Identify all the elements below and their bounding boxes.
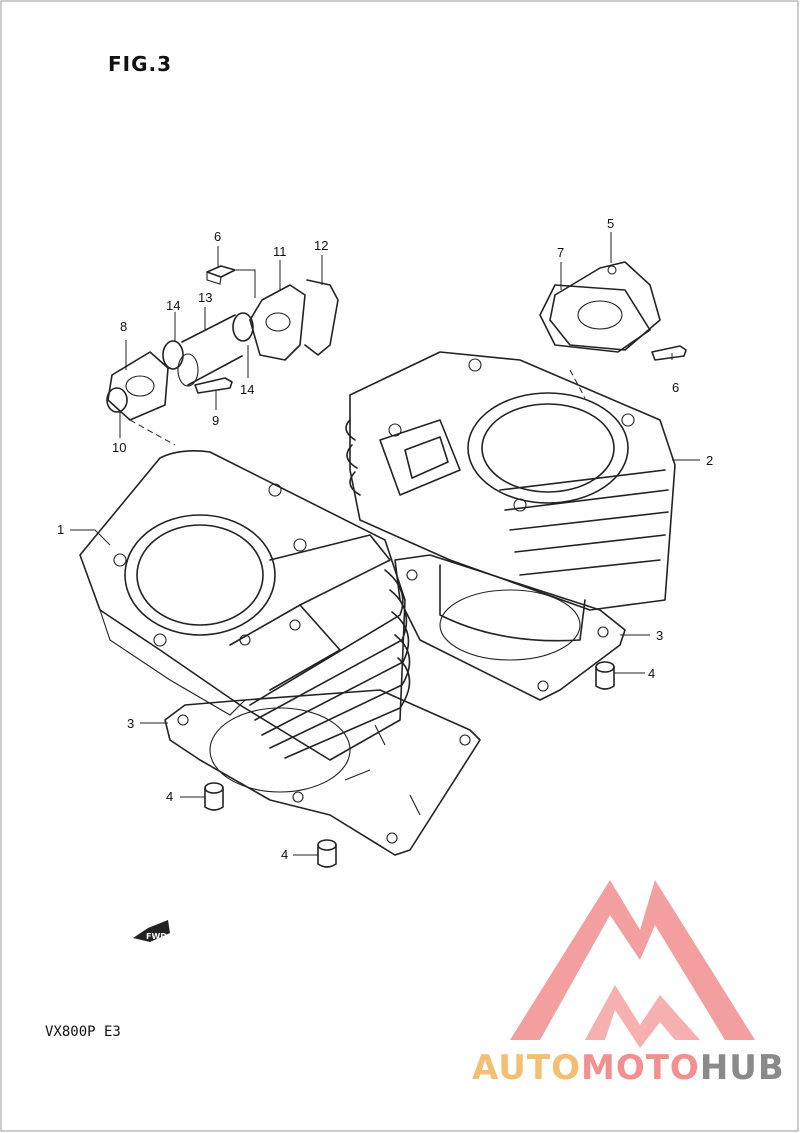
callout-4-rear: 4 [648,666,655,681]
leader-lines [70,232,700,856]
callout-4-front-upper: 4 [166,789,173,804]
callout-1: 1 [57,522,64,537]
figure-title: FIG.3 [108,52,173,76]
callout-6-front: 6 [214,229,221,244]
watermark-text: AUTOMOTOHUB [472,1048,785,1088]
callout-3-rear: 3 [656,628,663,643]
callout-13: 13 [198,290,212,305]
callout-10: 10 [112,440,126,455]
callout-8: 8 [120,319,127,334]
cylinder-base-gasket-front [164,689,481,856]
watermark-auto: AUTO [472,1048,581,1088]
dowel-pin-front-lower [317,839,337,868]
callout-6-rear: 6 [672,380,679,395]
cylinder-base-gasket-rear [394,554,626,701]
rear-cylinder [345,351,676,642]
callout-9: 9 [212,413,219,428]
callout-3-front: 3 [127,716,134,731]
callout-4-front-lower: 4 [281,847,288,862]
model-code: VX800P E3 [45,1024,121,1040]
callout-5: 5 [607,216,614,231]
fwd-label: FWD [146,932,167,941]
callout-labels: 1 2 3 3 4 4 4 5 6 6 7 8 9 10 11 12 13 14… [57,216,713,862]
callout-2: 2 [706,453,713,468]
dowel-pin-rear [595,661,615,690]
front-cylinder [79,450,411,761]
callout-14-left: 14 [166,298,180,313]
forward-arrow-icon: FWD [133,920,170,942]
callout-11: 11 [273,244,287,259]
intake-assembly-front [106,265,339,421]
automotohub-logo [510,880,755,1048]
watermark-hub: HUB [699,1048,785,1088]
callout-14-right: 14 [240,382,254,397]
callout-7: 7 [557,245,564,260]
watermark-moto: MOTO [580,1048,700,1088]
intake-assembly-rear [539,261,687,361]
callout-12: 12 [314,238,328,253]
dowel-pin-front-upper [204,782,224,811]
